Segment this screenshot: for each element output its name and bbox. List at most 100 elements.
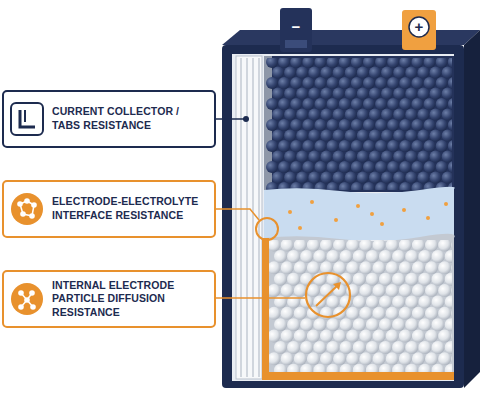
particle: [418, 341, 431, 354]
particle: [451, 330, 452, 343]
icon-disc: [11, 283, 43, 315]
particle: [363, 77, 375, 89]
particle: [442, 88, 452, 100]
ion-dot: [310, 200, 314, 204]
particle: [411, 119, 423, 131]
particle: [320, 88, 332, 100]
particle: [357, 67, 369, 79]
particle: [290, 140, 302, 152]
particle: [386, 330, 399, 343]
particle: [357, 172, 369, 184]
particle: [278, 58, 290, 68]
particle: [351, 119, 363, 131]
particle: [442, 67, 452, 79]
ion-dot: [356, 204, 360, 208]
particle: [290, 161, 302, 173]
particle: [296, 172, 308, 184]
particle: [405, 295, 418, 308]
terminal-sign: −: [286, 17, 306, 37]
particle: [399, 98, 411, 110]
particle: [399, 119, 411, 131]
particle: [266, 58, 278, 68]
anode-particles: [266, 58, 452, 190]
particle: [442, 172, 452, 184]
particle: [375, 140, 387, 152]
particle: [333, 109, 345, 121]
particle: [430, 88, 442, 100]
particle: [399, 330, 412, 343]
particle: [274, 364, 287, 372]
callout-text: CURRENT COLLECTOR / TABS RESISTANCE: [52, 105, 206, 132]
particle: [373, 330, 386, 343]
particle: [366, 273, 379, 286]
particle: [294, 330, 307, 343]
particle: [284, 67, 296, 79]
case-front: [222, 45, 464, 388]
particle: [333, 130, 345, 142]
particle: [399, 161, 411, 173]
particle: [300, 341, 313, 354]
particle: [290, 119, 302, 131]
particle: [284, 109, 296, 121]
case-side: [464, 30, 480, 388]
particle: [399, 284, 412, 297]
particle: [375, 98, 387, 110]
particle: [424, 140, 436, 152]
particle: [436, 119, 448, 131]
particle: [418, 250, 431, 263]
particle: [430, 67, 442, 79]
particle: [274, 250, 287, 263]
particle: [417, 172, 429, 184]
particle: [418, 364, 431, 372]
particle: [373, 284, 386, 297]
particle: [359, 240, 372, 252]
ion-dot: [444, 202, 448, 206]
particle: [387, 58, 399, 68]
particle: [366, 364, 379, 372]
particle: [373, 240, 386, 252]
particle: [392, 318, 405, 331]
particle: [346, 330, 359, 343]
particle: [375, 182, 387, 190]
particle: [327, 364, 340, 372]
particle: [417, 109, 429, 121]
particle: [375, 58, 387, 68]
ion-dot: [380, 222, 384, 226]
particle: [327, 295, 340, 308]
particle: [432, 295, 445, 308]
particle: [268, 307, 281, 320]
particle: [411, 77, 423, 89]
collector-icon: [20, 110, 35, 127]
particle: [346, 240, 359, 252]
particle: [302, 119, 314, 131]
particle: [320, 151, 332, 163]
particle: [436, 58, 448, 68]
particle: [272, 67, 284, 79]
particle: [405, 341, 418, 354]
particle: [266, 98, 278, 110]
icon-disc: [11, 193, 43, 225]
particle: [290, 77, 302, 89]
particle: [327, 182, 339, 190]
callout-icon: [10, 282, 44, 316]
particle: [300, 318, 313, 331]
particle: [393, 151, 405, 163]
icon-frame: [11, 103, 43, 135]
particle: [278, 140, 290, 152]
particle: [363, 119, 375, 131]
particle: [386, 352, 399, 365]
particle: [438, 307, 451, 320]
particle: [386, 240, 399, 252]
particle: [411, 58, 423, 68]
particle: [363, 161, 375, 173]
particle: [327, 140, 339, 152]
particle: [399, 182, 411, 190]
particle: [307, 352, 320, 365]
particle: [399, 140, 411, 152]
particle: [346, 307, 359, 320]
particle: [307, 307, 320, 320]
particle: [387, 140, 399, 152]
particle: [366, 318, 379, 331]
particle: [339, 182, 351, 190]
particle: [451, 352, 452, 365]
